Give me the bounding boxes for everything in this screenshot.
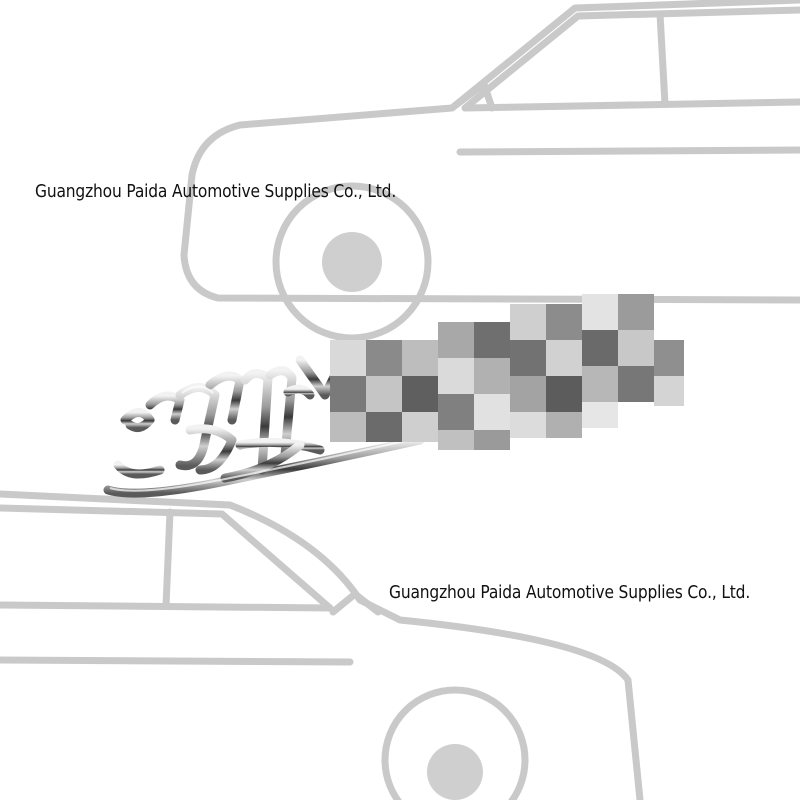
bottom-car-window-pillar: [162, 508, 174, 610]
bottom-car-wheel-arch: [381, 686, 529, 800]
bottom-car-body-outline: [0, 490, 644, 800]
bottom-car-side-line: [0, 656, 354, 666]
top-car-window-outline: [461, 6, 800, 112]
emblem-pixelated-section: [330, 294, 684, 450]
top-car-body-outline: [180, 0, 800, 304]
bottom-car-mirror: [329, 590, 382, 616]
top-car-wheel-arch: [272, 182, 432, 342]
top-car-side-line: [456, 146, 800, 156]
top-car-wheel-hub: [322, 232, 382, 292]
bottom-car-wheel-hub: [427, 744, 483, 800]
watermark-company-name-bottom: Guangzhou Paida Automotive Supplies Co.,…: [389, 582, 751, 603]
top-car-mirror: [448, 80, 496, 112]
top-car-window-pillar: [656, 10, 669, 108]
watermark-company-name-top: Guangzhou Paida Automotive Supplies Co.,…: [35, 181, 397, 202]
